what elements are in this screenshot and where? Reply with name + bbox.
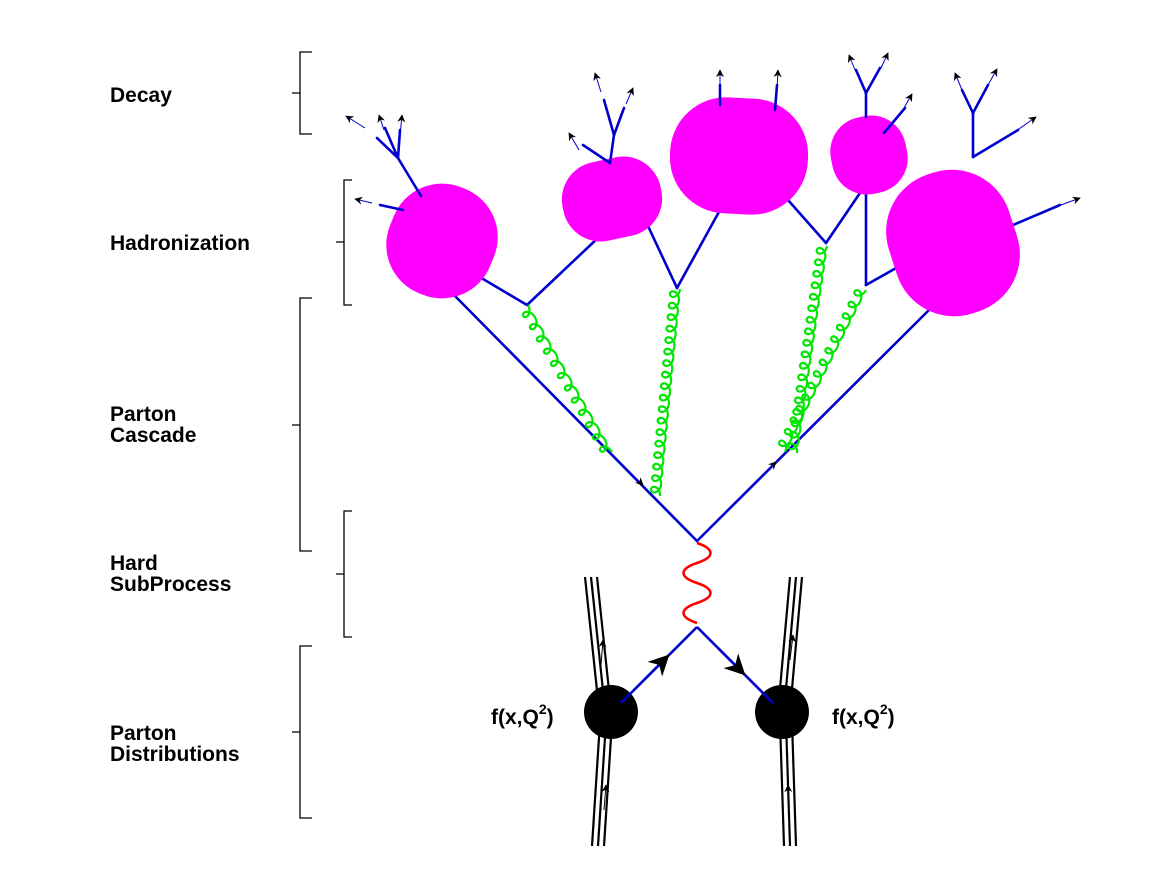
arrowhead-icon: [625, 87, 634, 105]
stage-label-line: SubProcess: [110, 573, 232, 596]
hadron-blob-1: [386, 183, 498, 299]
arrowhead-icon: [717, 647, 746, 676]
pdf-label-text: f(x,Q: [491, 706, 539, 729]
arrowhead-icon: [619, 462, 644, 486]
arrowhead-icon: [601, 784, 610, 811]
arrowhead-icon: [593, 72, 602, 93]
hadron-blobs: [386, 97, 1020, 317]
cascade-arrows: [619, 461, 777, 487]
gluon-2: [649, 288, 682, 496]
stage-label-line: Distributions: [110, 743, 240, 766]
arrowhead-icon: [1049, 196, 1081, 210]
bracket-parton-distributions: [292, 645, 312, 819]
bracket-hard-subprocess: [336, 510, 352, 638]
bracket-parton-cascade: [292, 297, 312, 552]
gluon-1: [521, 304, 613, 453]
arrowhead-icon: [598, 639, 607, 666]
proton-beam-left: [583, 576, 614, 847]
stage-label-line: Parton: [110, 722, 177, 745]
arrowhead-icon: [847, 54, 856, 71]
gluon-4: [777, 289, 867, 453]
arrowhead-icon: [377, 114, 386, 131]
pdf-label-right: f(x,Q2): [832, 701, 895, 728]
arrowhead-icon: [354, 196, 373, 205]
arrowhead-icon: [345, 115, 366, 129]
arrowhead-icon: [568, 132, 580, 151]
hadron-blob-4: [830, 115, 908, 195]
bracket-hadronization: [336, 179, 352, 306]
arrowhead-icon: [1015, 116, 1037, 132]
pdf-label-close: ): [887, 706, 895, 729]
stage-label-hard-subprocess: Hard SubProcess: [110, 553, 231, 595]
stage-label-line: Hadronization: [110, 232, 250, 255]
stage-label-parton-distributions: Parton Distributions: [110, 723, 240, 765]
arrowhead-icon: [784, 784, 793, 811]
decay-arrows: [345, 52, 1081, 210]
pdf-label-exponent: 2: [538, 701, 547, 717]
arrowhead-icon: [751, 461, 777, 487]
stage-label-line: Hard: [110, 552, 158, 575]
bracket-decay: [292, 51, 312, 135]
arrowhead-icon: [788, 634, 797, 661]
incoming-partons: [620, 626, 774, 704]
arrowhead-icon: [903, 93, 913, 109]
gluons: [521, 245, 867, 496]
hadron-blob-2: [561, 156, 663, 242]
exchange-boson: [682, 541, 712, 625]
pdf-label-text: f(x,Q: [832, 706, 880, 729]
stage-label-hadronization: Hadronization: [110, 233, 250, 254]
pdf-label-exponent: 2: [879, 701, 888, 717]
arrowhead-icon: [880, 52, 889, 69]
arrowhead-icon: [987, 68, 998, 86]
arrowhead-icon: [954, 72, 963, 91]
stage-label-line: Parton: [110, 403, 177, 426]
parton-cascade-lines: [453, 188, 1062, 543]
arrowhead-icon: [773, 69, 782, 91]
proton-beam-arrows: [598, 634, 797, 811]
stage-label-line: Cascade: [110, 424, 197, 447]
stage-label-parton-cascade: Parton Cascade: [110, 404, 196, 446]
pdf-label-close: ): [546, 706, 554, 729]
stage-brackets: [292, 51, 352, 819]
hadron-blob-3: [669, 97, 809, 215]
decay-lines: [375, 66, 1020, 212]
stage-label-line: Decay: [110, 84, 172, 107]
arrowhead-icon: [397, 114, 406, 137]
pdf-label-left: f(x,Q2): [491, 701, 554, 728]
hadron-blob-5: [886, 169, 1020, 317]
arrowhead-icon: [644, 654, 670, 680]
stage-label-decay: Decay: [110, 85, 172, 106]
